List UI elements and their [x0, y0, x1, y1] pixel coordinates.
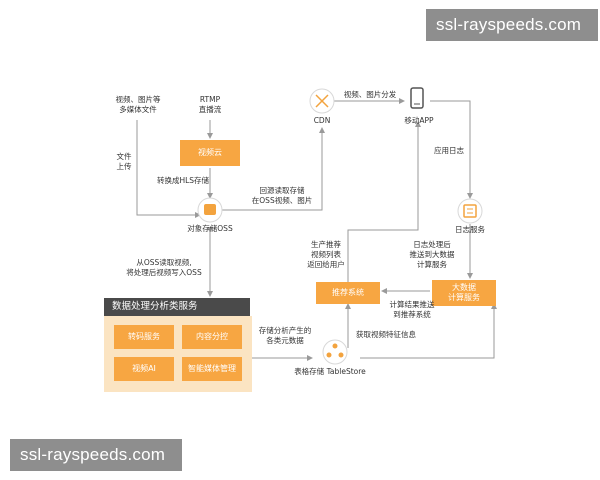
service-video-ai: 视频AI: [114, 357, 174, 381]
oss-label: 对象存储OSS: [187, 224, 233, 233]
log-service-label: 日志服务: [455, 225, 485, 234]
edge-app-log: [430, 100, 473, 199]
media-files-label: 视频、图片等多媒体文件: [115, 95, 161, 114]
edge-upload: [136, 120, 201, 218]
service-content-control: 内容分控: [182, 325, 242, 349]
tablestore-icon: [322, 339, 348, 365]
edge-label-compute-push: 计算结果推送到推荐系统: [389, 300, 435, 319]
panel-title: 数据处理分析类服务: [104, 298, 250, 316]
edge-back-source: [222, 127, 325, 211]
recommend-system-box: 推荐系统: [316, 282, 380, 304]
mobile-app-icon: [410, 87, 424, 109]
edge-label-read-write: 从OSS读取视频,将处理后视频写入OSS: [126, 258, 202, 277]
edge-label-distribute: 视频、图片分发: [343, 90, 397, 99]
edge-label-app-log: 应用日志: [434, 146, 464, 155]
cdn-label: CDN: [313, 116, 331, 125]
edge-label-store-meta: 存储分析产生的各类元数据: [258, 326, 312, 345]
edge-label-recommend-return: 生产推荐视频列表返回给用户: [307, 240, 345, 269]
video-cloud-box: 视频云: [180, 140, 240, 166]
edge-label-hls: 转换成HLS存储: [156, 176, 210, 185]
edge-label-upload: 文件上传: [116, 152, 132, 171]
service-transcode: 转码服务: [114, 325, 174, 349]
bigdata-box: 大数据计算服务: [432, 280, 496, 306]
cdn-icon-glyph: [315, 94, 329, 108]
edge-recommend-return: [347, 121, 421, 282]
watermark-bottom: ssl-rayspeeds.com: [10, 439, 182, 471]
edge-label-log-process: 日志处理后推送到大数据计算服务: [409, 240, 455, 269]
mobile-app-label: 移动APP: [404, 116, 434, 125]
edge-label-back-source: 回源读取存储在OSS视频、图片: [251, 186, 313, 205]
edge-tablestore-bigdata: [360, 303, 497, 359]
watermark-top: ssl-rayspeeds.com: [426, 9, 598, 41]
edge-label-get-features: 获取视频特征信息: [356, 330, 416, 339]
service-smart-media: 智能媒体管理: [182, 357, 242, 381]
tablestore-label: 表格存储 TableStore: [294, 367, 366, 376]
log-service-icon: [457, 198, 483, 224]
